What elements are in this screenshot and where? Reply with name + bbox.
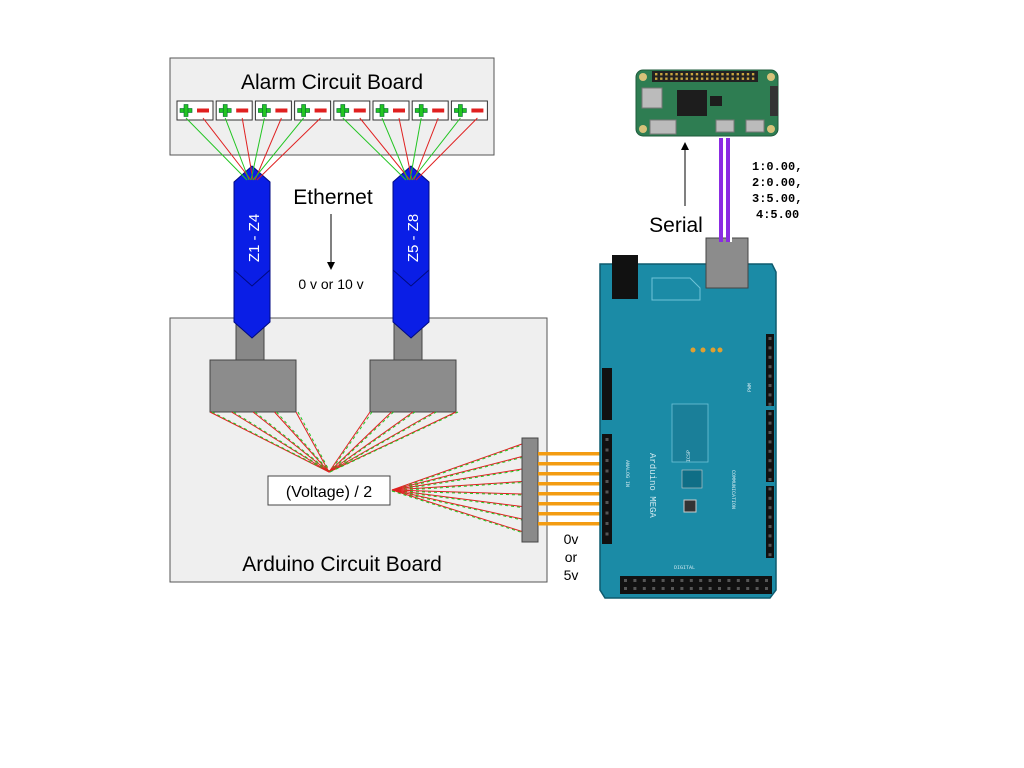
gpio-header [652,71,758,82]
terminal-wires [185,117,478,181]
cable-label-z5-z8: Z5 - Z8 [405,214,422,262]
soc-chip [677,90,707,116]
logic-level-5v: 5v [564,567,579,583]
ethernet-cable-right: Z5 - Z8 [392,165,430,339]
pwm-label: PWM [747,383,753,392]
communication-label: COMMUNICATION [730,470,736,509]
terminal-block [176,100,488,121]
serial-data-line-2: 2:0.00, [752,176,802,190]
analog-wire [538,512,604,516]
minus-icon [197,108,209,113]
comm-header-top [766,410,774,482]
arduino-mega-board: Arduino MEGA ANALOG IN COMMUNICATION DIG… [599,237,777,599]
logic-level-or: or [565,549,578,565]
raspberry-pi-board [635,69,779,137]
analog-wire [538,522,604,526]
serial-data-line-3: 3:5.00, [752,192,802,206]
power-jack [612,255,638,299]
sd-slot [641,87,663,109]
ethernet-jack-right [369,359,457,413]
ethernet-cable-left: Z1 - Z4 [233,165,271,339]
minus-icon [353,108,366,113]
analog-wire [538,482,604,486]
arrow-head-icon [327,262,335,270]
logic-level-0v: 0v [564,531,579,547]
serial-wire-2 [726,138,730,242]
arrow-up-icon [681,142,689,150]
voltage-divider [267,475,391,506]
minus-icon [236,108,249,113]
usb-power [745,119,765,133]
ethernet-label: Ethernet [293,186,373,209]
reset-button [683,499,697,513]
mega-chip [671,403,709,463]
mini-hdmi [649,119,677,135]
minus-icon [393,108,405,113]
pin-dots [605,337,772,590]
power-header [602,368,612,420]
divider-label: (Voltage) / 2 [286,484,372,501]
analog-header [602,434,612,544]
analog-wire [538,472,604,476]
serial-data-line-4: 4:5.00 [756,208,799,222]
icsp-header [681,469,703,489]
digital-header [620,576,772,594]
voltage-label: 0 v or 10 v [298,276,363,292]
icsp-label: ICSP [686,450,692,462]
comm-header-bottom [766,486,774,558]
analog-wire [538,452,604,456]
divider-wires [209,411,523,533]
minus-icon [471,108,484,113]
analog-wire [538,502,604,506]
minus-icon [314,108,327,113]
analog-wires [538,452,604,526]
arduino-board-title: Arduino Circuit Board [242,553,442,576]
camera-connector [770,86,778,116]
cable-label-z1-z4: Z1 - Z4 [246,214,263,262]
header-connector [521,437,539,543]
alarm-board-title: Alarm Circuit Board [241,71,423,94]
analog-wire [538,492,604,496]
mega-name: Arduino MEGA [647,453,657,518]
serial-label: Serial [649,214,703,237]
pwm-header [766,334,774,406]
serial-wire-1 [719,138,723,242]
minus-icon [275,108,288,113]
usb-port [705,237,749,289]
usb-otg [715,119,735,133]
serial-data-line-1: 1:0.00, [752,160,802,174]
digital-label: DIGITAL [674,565,695,571]
arduino-circuit-board [169,317,548,583]
ethernet-jack-left [209,359,297,413]
minus-icon [432,108,445,113]
analog-wire [538,462,604,466]
analog-in-label: ANALOG IN [624,460,630,487]
